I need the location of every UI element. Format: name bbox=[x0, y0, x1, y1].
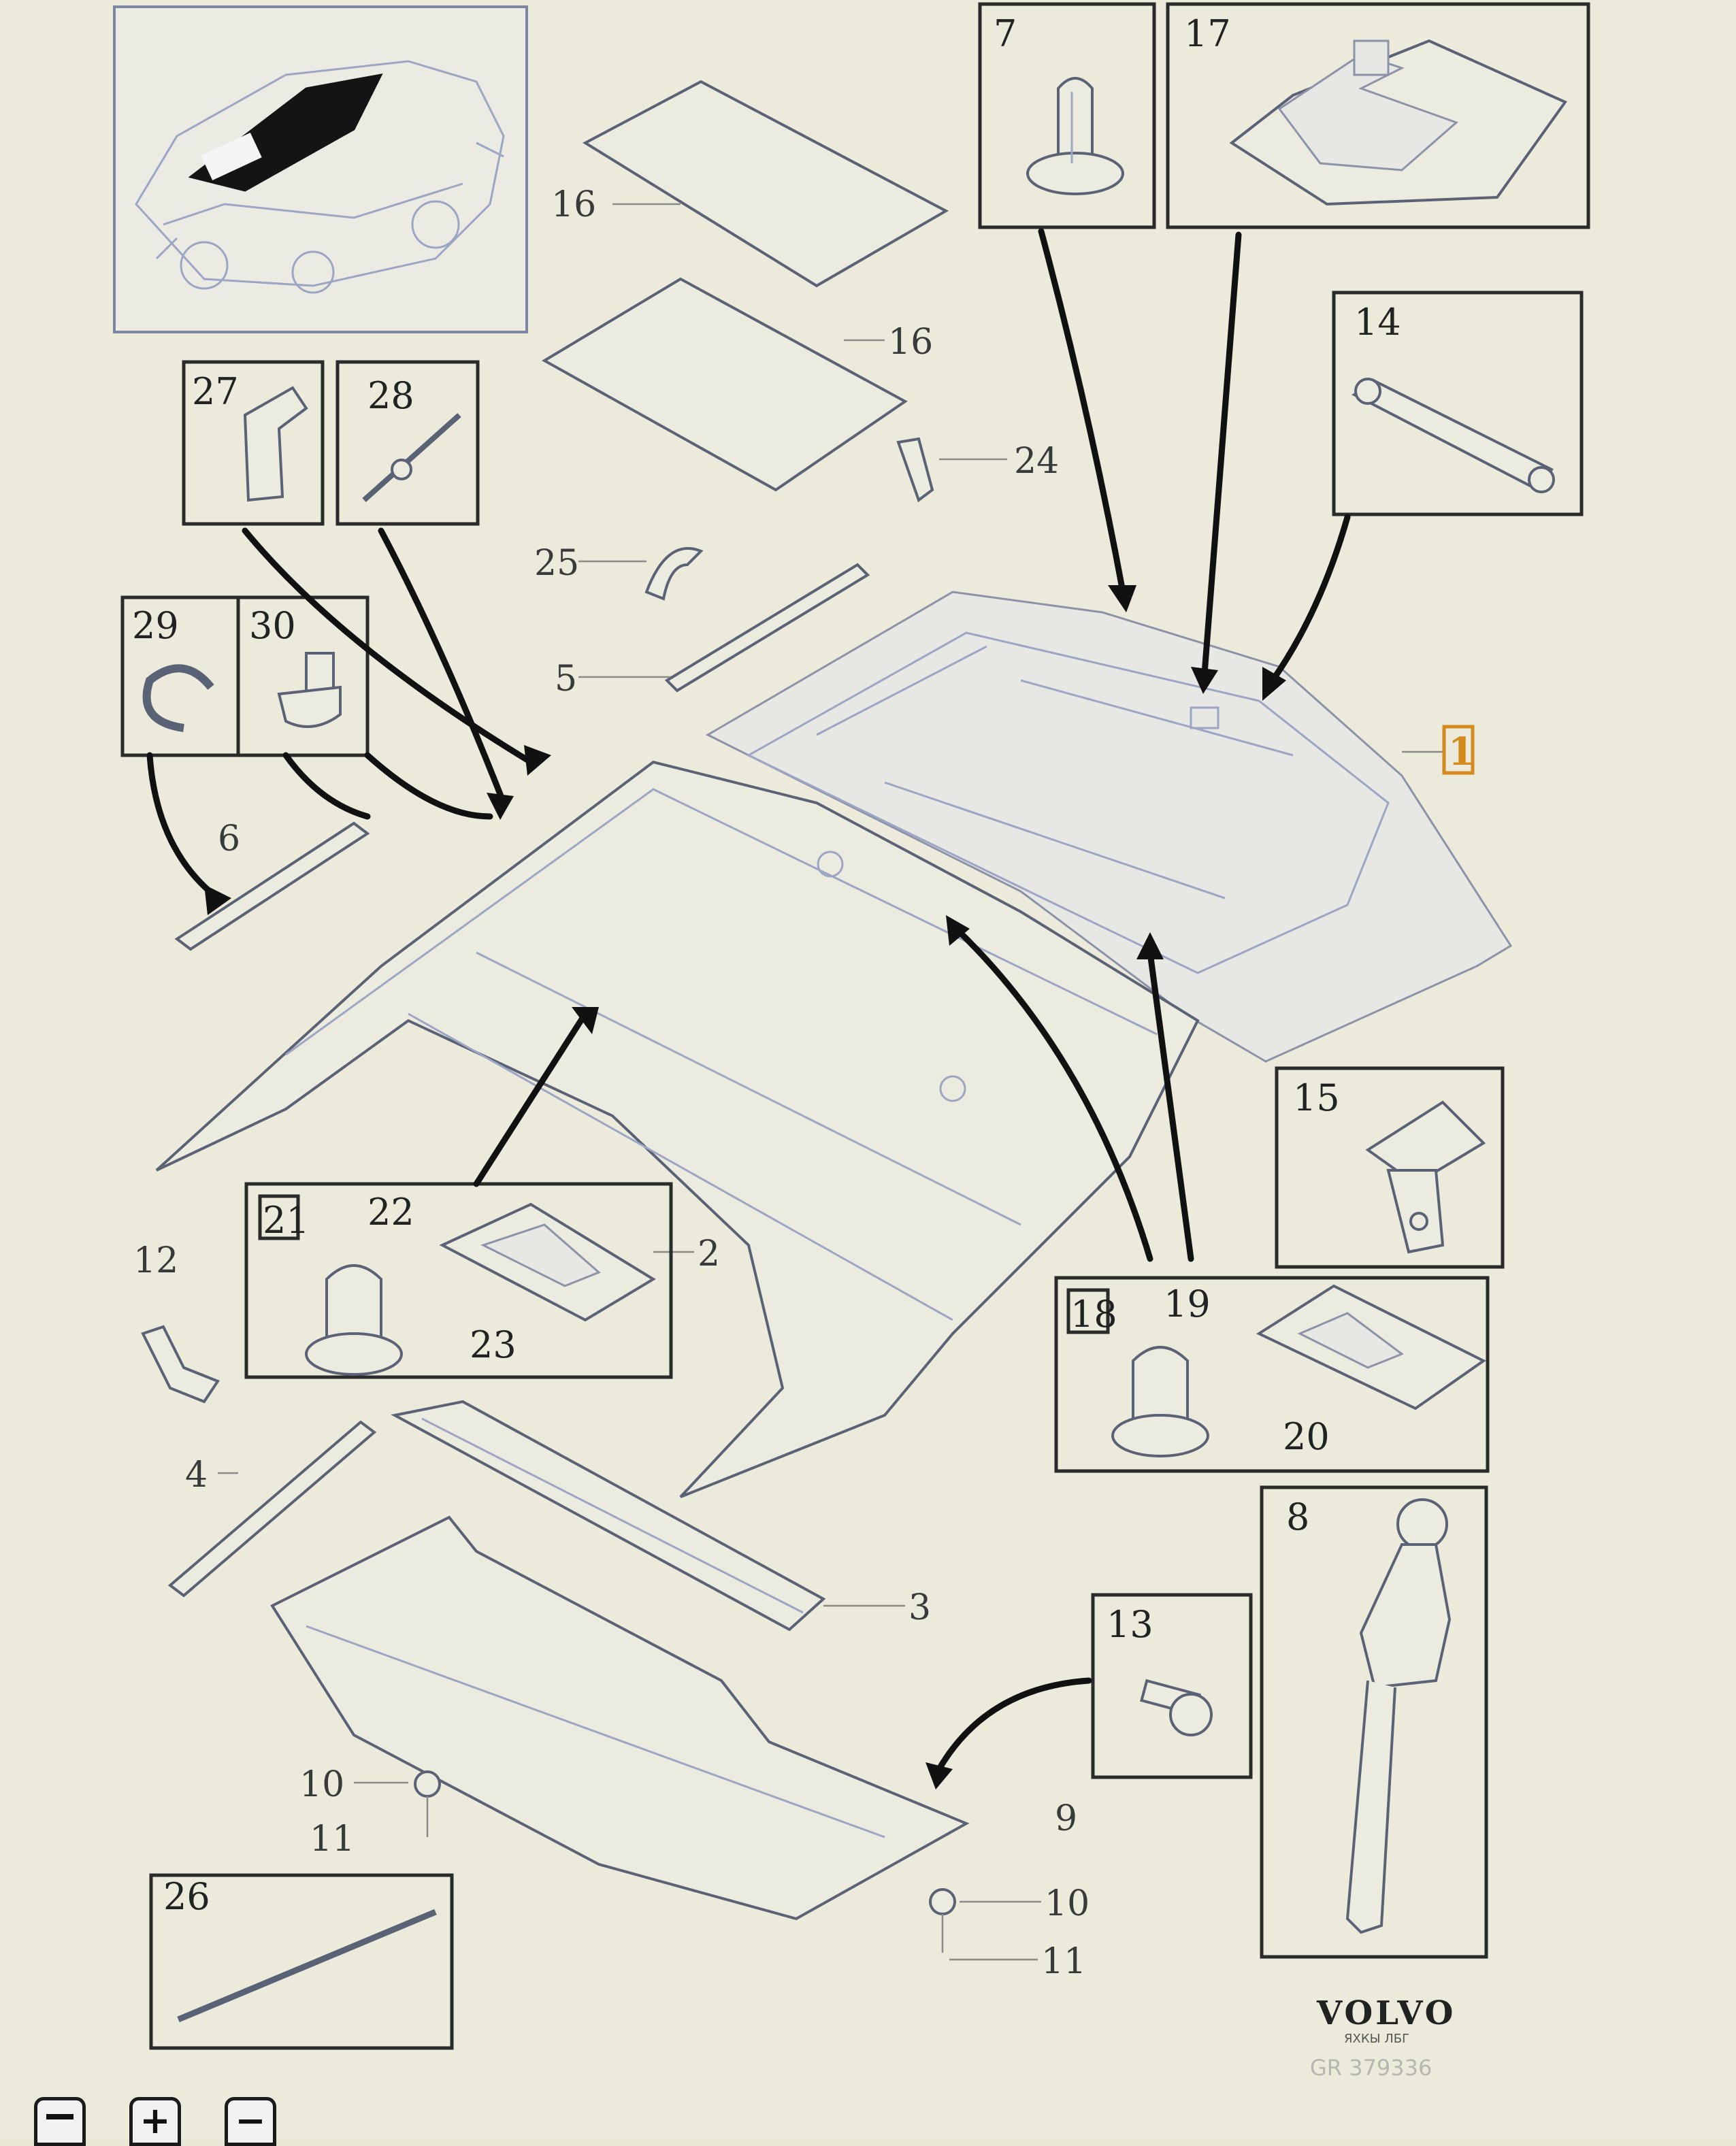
box-label-30: 30 bbox=[249, 604, 296, 647]
box-17: 17 bbox=[1166, 2, 1590, 229]
box-label-26: 26 bbox=[163, 1875, 210, 1918]
brand-subline: ЯХКЫ ЛБГ bbox=[1344, 2032, 1409, 2046]
reference-number: GR 379336 bbox=[1310, 2055, 1432, 2081]
box-label-8: 8 bbox=[1286, 1496, 1309, 1538]
zoom-out-button[interactable]: − bbox=[225, 2097, 276, 2146]
zoom-fit-button[interactable] bbox=[34, 2097, 86, 2146]
strip-4 bbox=[167, 1420, 377, 1598]
box-label-28: 28 bbox=[367, 374, 414, 417]
box-21: 21 22 23 bbox=[244, 1182, 673, 1379]
callout-10: 10 bbox=[299, 1764, 344, 1805]
box-label-20: 20 bbox=[1283, 1415, 1330, 1458]
pointer-arrows bbox=[146, 228, 1351, 1789]
clip-24 bbox=[896, 437, 934, 503]
box-label-22: 22 bbox=[367, 1191, 414, 1234]
box-15: 15 bbox=[1275, 1066, 1505, 1269]
callout-6: 6 bbox=[218, 819, 240, 859]
box-label-27: 27 bbox=[192, 370, 239, 413]
headliner-main bbox=[705, 591, 1513, 1063]
box-8: 8 bbox=[1260, 1485, 1488, 1959]
callout-3: 3 bbox=[908, 1587, 931, 1628]
clip-10 bbox=[929, 1888, 956, 1915]
zoom-in-icon: + bbox=[140, 2099, 171, 2142]
clip-10 bbox=[414, 1770, 441, 1798]
box-18: 18 19 20 bbox=[1054, 1276, 1490, 1473]
clip-25 bbox=[644, 547, 704, 601]
box-29: 29 bbox=[120, 595, 240, 757]
callout-25: 25 bbox=[534, 543, 579, 584]
brand-logo: VOLVO bbox=[1316, 1994, 1456, 2032]
box-label-15: 15 bbox=[1293, 1076, 1340, 1119]
callout-10: 10 bbox=[1045, 1883, 1090, 1924]
callout-24: 24 bbox=[1014, 441, 1059, 482]
box-26: 26 bbox=[149, 1873, 454, 2050]
box-label-21: 21 bbox=[263, 1199, 310, 1242]
strip-5 bbox=[664, 563, 870, 693]
callout-11: 11 bbox=[1041, 1941, 1086, 1982]
rear-panel-9 bbox=[270, 1515, 970, 1921]
clip-12 bbox=[141, 1325, 220, 1404]
highlight-box-1 bbox=[1442, 725, 1475, 775]
headliner-frame bbox=[155, 760, 1200, 1498]
callout-16: 16 bbox=[888, 322, 933, 363]
zoom-fit-icon bbox=[46, 2114, 73, 2119]
box-label-17: 17 bbox=[1184, 12, 1231, 55]
box-label-29: 29 bbox=[132, 604, 179, 647]
box-13: 13 bbox=[1091, 1593, 1253, 1779]
box-label-13: 13 bbox=[1107, 1603, 1153, 1646]
strip-6 bbox=[174, 821, 370, 951]
callout-9: 9 bbox=[1055, 1798, 1077, 1839]
box-30: 30 bbox=[236, 595, 370, 757]
callout-4: 4 bbox=[185, 1455, 208, 1496]
car-overview-icon bbox=[113, 5, 528, 333]
zoom-in-button[interactable]: + bbox=[129, 2097, 181, 2146]
callout-11: 11 bbox=[310, 1819, 355, 1860]
box-14: 14 bbox=[1332, 291, 1584, 516]
zoom-toolbar: + − bbox=[0, 2089, 408, 2146]
box-label-19: 19 bbox=[1164, 1283, 1211, 1325]
callout-1: 1 bbox=[1448, 729, 1475, 774]
box-label-14: 14 bbox=[1354, 301, 1401, 344]
zoom-out-icon: − bbox=[235, 2099, 266, 2142]
box-label-23: 23 bbox=[470, 1323, 517, 1366]
callout-12: 12 bbox=[133, 1240, 178, 1281]
sunshade-panel-upper bbox=[582, 80, 949, 288]
box-7: 7 bbox=[978, 2, 1156, 229]
callout-2: 2 bbox=[698, 1234, 720, 1274]
box-label-7: 7 bbox=[994, 12, 1017, 55]
box-27: 27 bbox=[182, 360, 325, 526]
callout-5: 5 bbox=[555, 659, 577, 699]
box-label-18: 18 bbox=[1070, 1293, 1117, 1336]
box-28: 28 bbox=[335, 360, 480, 526]
sunshade-panel-lower bbox=[542, 277, 908, 492]
callout-16: 16 bbox=[551, 184, 596, 225]
